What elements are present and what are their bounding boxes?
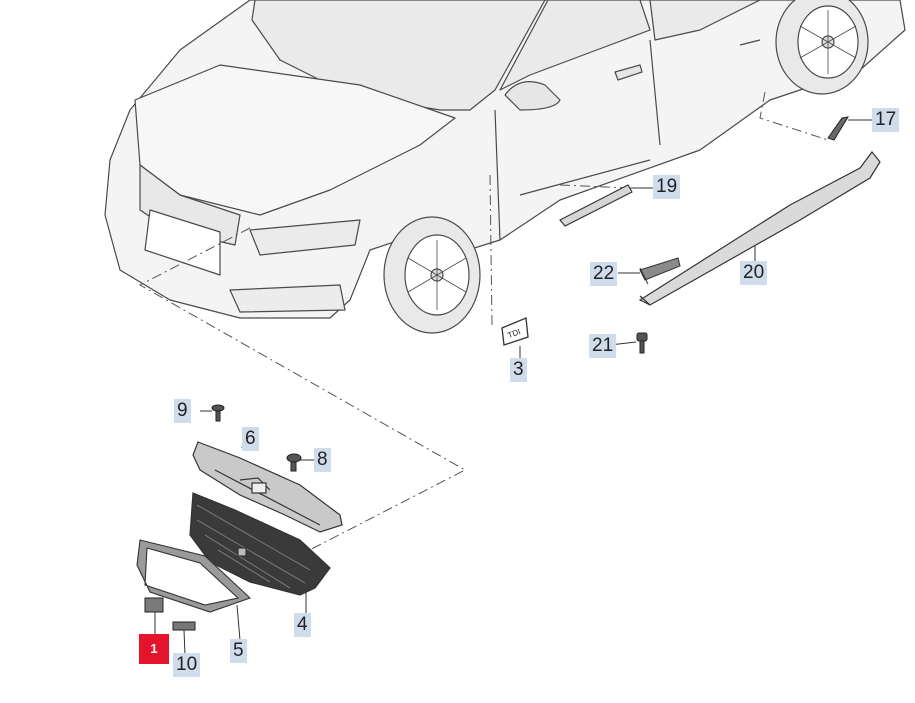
- callout-10[interactable]: 10: [173, 653, 201, 677]
- sill-screw[interactable]: [636, 332, 648, 354]
- callout-8[interactable]: 8: [314, 448, 331, 472]
- grille-upper-bracket[interactable]: [192, 441, 343, 533]
- callout-1[interactable]: 1: [139, 634, 169, 664]
- grille-trim-frame[interactable]: [136, 539, 252, 613]
- tdi-badge-text: TDI: [507, 327, 522, 340]
- callout-17[interactable]: 17: [872, 108, 900, 132]
- car-illustration: [104, 0, 906, 334]
- grille-screw-top[interactable]: [211, 404, 225, 422]
- callout-19[interactable]: 19: [653, 175, 681, 199]
- callout-6[interactable]: 6: [242, 427, 259, 451]
- grille-screw-side[interactable]: [286, 453, 302, 472]
- callout-9[interactable]: 9: [174, 399, 191, 423]
- leader-lines: [138, 91, 829, 556]
- tdi-badge[interactable]: TDI: [501, 317, 529, 346]
- sill-bracket[interactable]: [639, 257, 681, 285]
- grille-emblem[interactable]: [144, 597, 164, 613]
- side-sill-panel[interactable]: [638, 151, 881, 306]
- callout-20[interactable]: 20: [740, 261, 768, 285]
- callout-3[interactable]: 3: [510, 358, 527, 382]
- callout-4[interactable]: 4: [294, 613, 311, 637]
- callout-5[interactable]: 5: [230, 639, 247, 663]
- callout-21[interactable]: 21: [589, 334, 617, 358]
- radiator-grille[interactable]: [189, 492, 331, 596]
- rear-trim-clip[interactable]: [827, 116, 849, 141]
- grille-clip[interactable]: [172, 621, 196, 631]
- callout-22[interactable]: 22: [590, 262, 618, 286]
- trim-strip[interactable]: [559, 184, 633, 227]
